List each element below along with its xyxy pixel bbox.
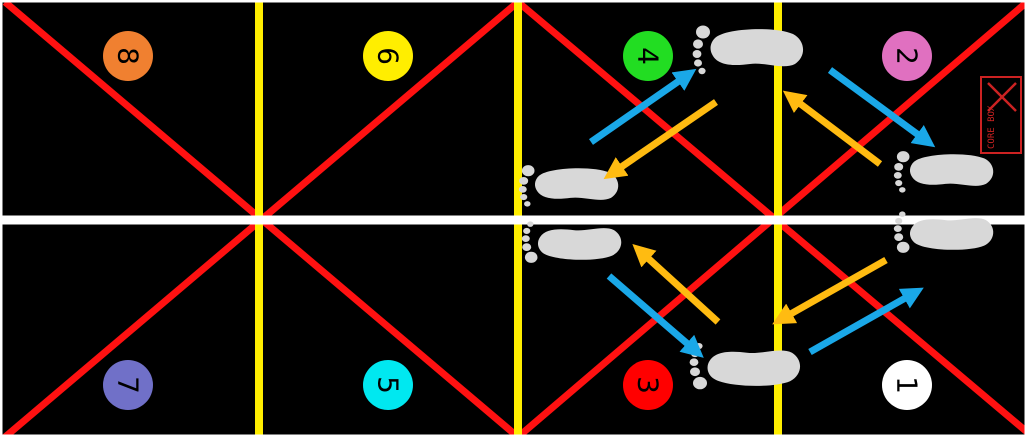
blue-arrow-icon-2	[827, 67, 936, 148]
zone-marker-1: 1	[882, 360, 932, 410]
zone-marker-7: 7	[103, 360, 153, 410]
yellow-arrow-icon-3	[632, 243, 721, 325]
zone-5-circle	[363, 360, 413, 410]
zone-3-number: 3	[632, 376, 665, 394]
blue-arrow-icon-3	[606, 273, 704, 358]
forward-arrows	[589, 67, 936, 358]
yellow-arrow-icon-4	[772, 256, 888, 325]
yellow-arrow-icon-2	[782, 90, 883, 167]
zone-marker-3: 3	[623, 360, 673, 410]
zone-4-number: 4	[632, 47, 665, 65]
zone-6-number: 6	[372, 47, 405, 65]
zone-1-number: 1	[891, 376, 924, 394]
zone-2-circle	[882, 31, 932, 81]
blue-arrow-icon-1	[589, 68, 697, 145]
zone-7-circle	[103, 360, 153, 410]
zone-6-circle	[363, 31, 413, 81]
yellow-arrow-icon-1	[603, 99, 718, 180]
zone-8-circle	[103, 31, 153, 81]
zone-7-number: 7	[112, 376, 145, 394]
svg-text:CORE BOX: CORE BOX	[987, 105, 997, 149]
zone-marker-2: 2	[882, 31, 932, 81]
zone-marker-5: 5	[363, 360, 413, 410]
zone-2-number: 2	[891, 47, 924, 65]
zone-marker-6: 6	[363, 31, 413, 81]
zone-5-number: 5	[372, 376, 405, 394]
zone-marker-8: 8	[103, 31, 153, 81]
zone-1-circle	[882, 360, 932, 410]
zone-3-circle	[623, 360, 673, 410]
zone-marker-4: 4	[623, 31, 673, 81]
return-arrows	[603, 90, 888, 325]
zone-8-number: 8	[112, 47, 145, 65]
blue-arrow-icon-4	[808, 287, 924, 356]
core-box-logo: CORE BOX	[980, 76, 1022, 154]
zone-4-circle	[623, 31, 673, 81]
